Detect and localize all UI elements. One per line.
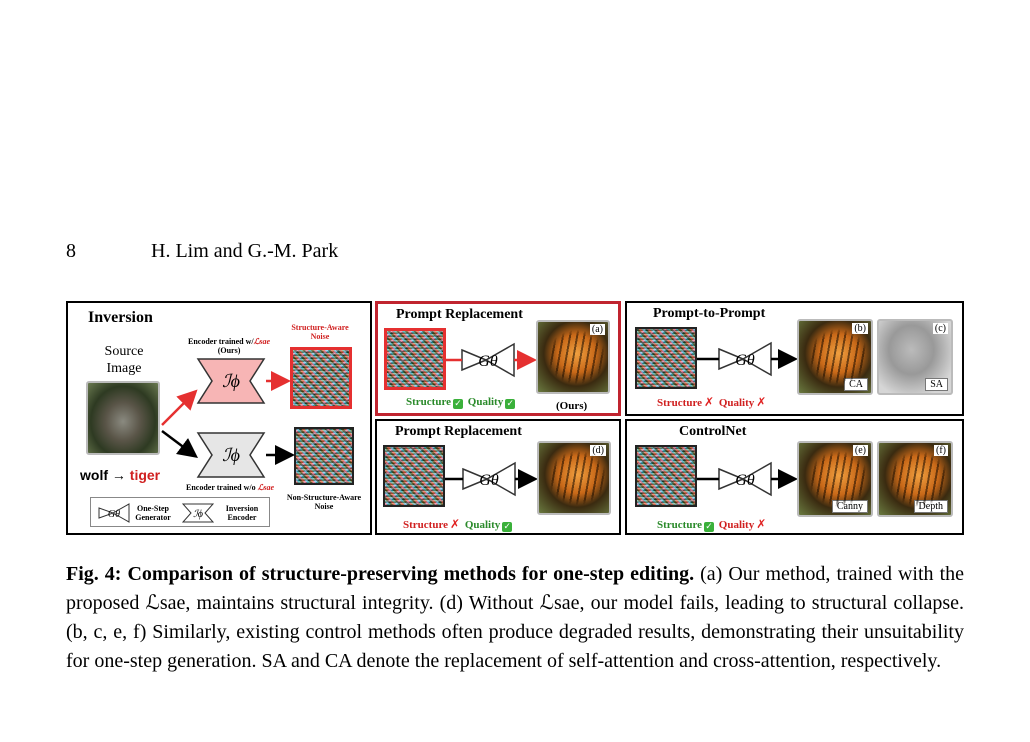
panel-a-structure: Structure [406, 396, 452, 408]
encoder-top-symbol: ℐϕ [222, 371, 240, 391]
panel-f-depth-label: Depth [913, 500, 948, 513]
panel-d-structure: Structure [403, 519, 449, 531]
panel-a-tiger-output: (a) [536, 320, 610, 394]
prompt-target-word: tiger [129, 467, 161, 483]
structure-aware-noise [290, 347, 352, 409]
panel-bc-status: Structure✗ Quality✗ [657, 395, 768, 409]
panel-d-generator: Gθ [462, 461, 516, 497]
encoder-top-text: Encoder trained w/ [188, 337, 254, 346]
figure-caption: Fig. 4: Comparison of structure-preservi… [66, 560, 964, 676]
cross-icon: ✗ [450, 517, 461, 531]
panel-d-generator-symbol: Gθ [479, 472, 499, 489]
legend-encoder-icon: ℐϕ [181, 503, 215, 523]
prompt-source-word: wolf [80, 467, 108, 483]
panel-a-title: Prompt Replacement [396, 307, 523, 322]
panel-a-quality: Quality [467, 396, 504, 408]
panel-bc-quality: Quality [718, 397, 755, 409]
panel-ef-controlnet: ControlNet Gθ (e) Canny (f) Depth Struct… [625, 419, 964, 535]
encoder-top-ours: (Ours) [217, 346, 241, 355]
panel-f-corner-label: (f) [934, 445, 948, 456]
panel-d-status: Structure✗ Quality✓ [403, 517, 514, 532]
caption-title: Comparison of structure-preserving metho… [127, 563, 695, 585]
panel-ef-arrows [697, 469, 798, 489]
panel-e-corner-label: (e) [852, 445, 868, 456]
running-head-authors: H. Lim and G.-M. Park [151, 240, 339, 262]
encoder-top-shape: ℐϕ [196, 358, 266, 404]
panel-b-ca-label: CA [844, 378, 868, 391]
panel-d-arrows [445, 469, 538, 489]
inversion-arrows [161, 371, 295, 465]
panel-b-corner-label: (b) [852, 323, 868, 334]
cross-icon: ✗ [704, 395, 715, 409]
panel-bc-structure: Structure [657, 397, 703, 409]
panel-ef-generator: Gθ [718, 461, 772, 497]
encoder-bottom-text: Encoder trained w/o [186, 483, 256, 492]
panel-c-sa-output: (c) SA [877, 319, 953, 395]
check-icon: ✓ [453, 399, 464, 409]
panel-c-corner-label: (c) [932, 323, 948, 334]
legend-box: Gθ One-Step Generator ℐϕ Inversion Encod… [90, 497, 270, 527]
check-icon: ✓ [505, 399, 516, 409]
check-icon: ✓ [704, 522, 715, 532]
edit-prompt: wolf → tiger [80, 467, 160, 483]
panel-d-title: Prompt Replacement [395, 424, 522, 439]
encoder-bottom-label: Encoder trained w/o ℒsae [186, 483, 274, 492]
encoder-bottom-loss: ℒsae [257, 483, 275, 492]
legend-encoder-label: Inversion Encoder [225, 504, 259, 522]
legend-generator-label: One-Step Generator [135, 504, 171, 522]
panel-d-noise [383, 445, 445, 507]
panel-bc-arrows [697, 349, 798, 369]
inversion-title: Inversion [88, 309, 153, 326]
non-structure-aware-label: Non-Structure-Aware Noise [286, 493, 362, 511]
panel-d-corner-label: (d) [590, 445, 606, 456]
legend-generator-icon: Gθ [98, 503, 130, 523]
encoder-bottom-symbol: ℐϕ [222, 445, 240, 465]
legend-gen-symbol: Gθ [108, 509, 120, 520]
panel-a-status: Structure✓ Quality✓ [406, 396, 517, 409]
panel-d-quality: Quality [464, 519, 501, 531]
check-icon: ✓ [502, 522, 513, 532]
panel-bc-generator-symbol: Gθ [735, 352, 755, 369]
cross-icon: ✗ [756, 395, 767, 409]
inversion-panel: Inversion Source Image wolf → tiger Enco… [66, 301, 372, 535]
non-structure-aware-noise [294, 427, 354, 485]
panel-a-ours-label: (Ours) [556, 400, 588, 412]
source-wolf-image [86, 381, 160, 455]
panel-a-prompt-replacement-ours: Prompt Replacement Gθ (a) Structure✓ Qua… [375, 301, 621, 416]
panel-ef-status: Structure✓ Quality✗ [657, 517, 768, 532]
encoder-top-loss: ℒsae [253, 337, 271, 346]
panel-ef-structure: Structure [657, 519, 703, 531]
panel-f-depth-output: (f) Depth [877, 441, 953, 517]
panel-a-corner-label: (a) [589, 324, 605, 335]
panel-ef-generator-symbol: Gθ [735, 472, 755, 489]
panel-a-generator-symbol: Gθ [478, 353, 498, 370]
source-image-label: Source Image [104, 344, 144, 376]
panel-ef-noise [635, 445, 697, 507]
legend-enc-symbol: ℐϕ [193, 509, 203, 520]
encoder-top-label: Encoder trained w/ℒsae (Ours) [188, 337, 270, 355]
panel-ef-quality: Quality [718, 519, 755, 531]
prompt-arrow-icon: → [111, 467, 126, 483]
page-number: 8 [66, 240, 76, 262]
panel-b-ca-output: (b) CA [797, 319, 873, 395]
panel-e-canny-output: (e) Canny [797, 441, 873, 517]
panel-e-canny-label: Canny [831, 500, 868, 513]
panel-bc-noise [635, 327, 697, 389]
panel-c-sa-label: SA [925, 378, 948, 391]
panel-a-generator: Gθ [461, 342, 515, 378]
structure-aware-label: Structure-Aware Noise [291, 323, 349, 341]
panel-bc-generator: Gθ [718, 341, 772, 377]
caption-label: Fig. 4: [66, 563, 122, 585]
cross-icon: ✗ [756, 517, 767, 531]
caption-body: (a) Our method, trained with the propose… [66, 563, 964, 672]
panel-d-prompt-replacement: Prompt Replacement Gθ (d) Structure✗ Qua… [375, 419, 621, 535]
panel-bc-title: Prompt-to-Prompt [653, 306, 766, 321]
panel-ef-title: ControlNet [679, 424, 747, 439]
panel-a-arrows [446, 350, 537, 370]
panel-a-noise [384, 328, 446, 390]
panel-d-tiger-output: (d) [537, 441, 611, 515]
panel-bc-prompt-to-prompt: Prompt-to-Prompt Gθ (b) CA (c) SA Struct… [625, 301, 964, 416]
encoder-bottom-shape: ℐϕ [196, 432, 266, 478]
